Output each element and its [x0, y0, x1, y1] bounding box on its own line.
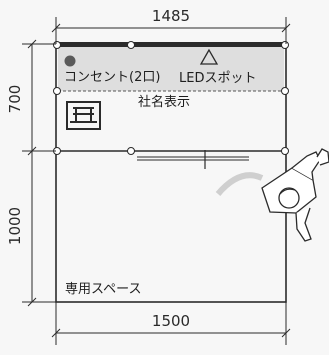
counter-lines — [137, 150, 249, 169]
dimension-left — [22, 39, 56, 307]
outlet-label: コンセント(2口) — [64, 70, 160, 85]
ghost-arc — [215, 172, 264, 196]
dim-top-width: 1485 — [152, 7, 190, 25]
company-sign-icon — [66, 101, 101, 130]
dim-left-upper: 700 — [6, 85, 24, 114]
person-figure — [261, 148, 329, 242]
dimension-bottom — [51, 302, 291, 345]
junction-circle — [53, 87, 61, 95]
shaded-band — [58, 45, 284, 91]
junction-circle — [281, 41, 289, 49]
dedicated-space-label: 専用スペース — [65, 282, 141, 297]
junction-circle — [281, 147, 289, 155]
junction-circle — [127, 41, 135, 49]
junction-circle — [53, 41, 61, 49]
junction-circle — [127, 147, 135, 155]
company-name-label: 社名表示 — [138, 94, 190, 110]
outlet-icon — [64, 55, 76, 67]
led-spot-icon — [199, 48, 219, 65]
led-spot-label: LEDスポット — [179, 71, 256, 86]
junction-circle — [281, 87, 289, 95]
dim-left-lower: 1000 — [6, 207, 24, 245]
dimension-top — [51, 17, 291, 44]
dim-bottom-width: 1500 — [152, 312, 190, 330]
top-wall-bar — [56, 42, 286, 47]
